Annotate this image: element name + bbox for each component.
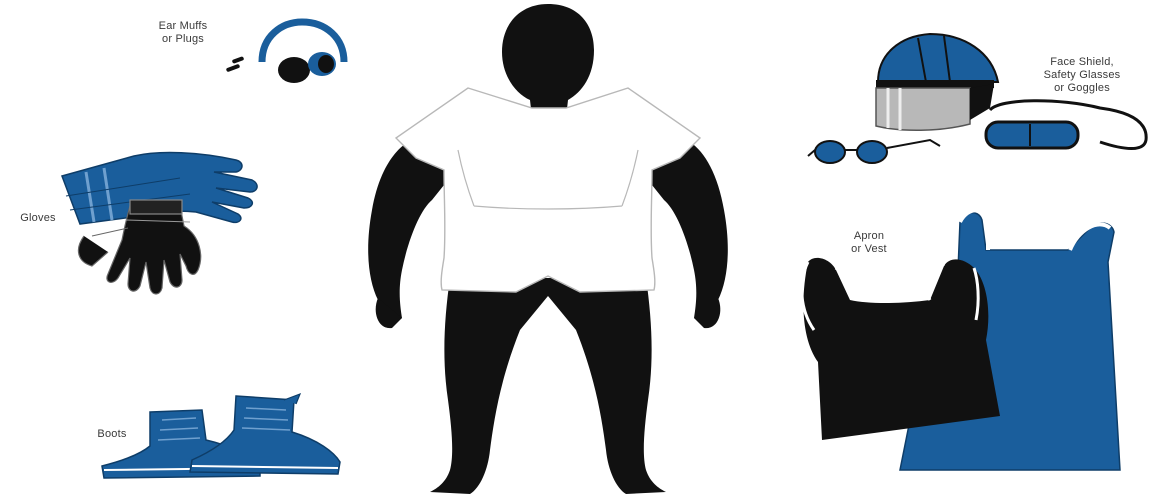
boots-icon [102, 394, 340, 478]
safety-glasses-icon [808, 140, 940, 163]
apron-vest-label-line2: or Vest [836, 243, 902, 256]
figure-legs [430, 278, 666, 494]
apron-vest-label-line1: Apron [836, 230, 902, 243]
face-protection-label-line2: Safety Glasses [1014, 69, 1150, 82]
boots-label: Boots [90, 428, 134, 441]
goggles-icon [986, 101, 1146, 149]
face-protection-label-line3: or Goggles [1014, 82, 1150, 95]
boots-label-text: Boots [90, 428, 134, 441]
face-protection-label-line1: Face Shield, [1014, 56, 1150, 69]
figure-right-arm [648, 142, 728, 325]
ear-muffs-label: Ear Muffs or Plugs [150, 20, 216, 46]
ear-muffs-icon [226, 22, 344, 83]
gloves-label-text: Gloves [10, 212, 66, 225]
human-figure [368, 4, 728, 494]
figure-head [502, 4, 594, 118]
gloves-label: Gloves [10, 212, 66, 225]
ear-muffs-label-line2: or Plugs [150, 33, 216, 46]
figure-tshirt [396, 88, 700, 292]
face-shield-icon [876, 34, 998, 130]
ear-muffs-label-line1: Ear Muffs [150, 20, 216, 33]
figure-left-arm [368, 142, 448, 325]
gloves-icon [62, 153, 257, 294]
apron-vest-label: Apron or Vest [836, 230, 902, 256]
face-protection-label: Face Shield, Safety Glasses or Goggles [1014, 56, 1150, 95]
